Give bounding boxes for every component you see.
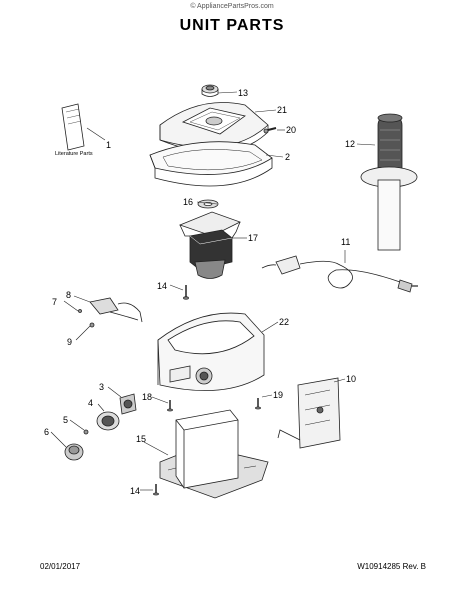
literature-parts-book <box>61 103 85 151</box>
callout-18: 18 <box>142 392 152 402</box>
control-board-part <box>277 377 341 449</box>
callout-4: 4 <box>88 398 93 408</box>
screw-part-bottom <box>153 484 159 496</box>
callout-20: 20 <box>286 125 296 135</box>
callout-6: 6 <box>44 427 49 437</box>
callout-9: 9 <box>67 337 72 347</box>
source-watermark: © AppliancePartsPros.com <box>190 3 274 10</box>
small-screw-part <box>83 429 89 435</box>
callout-22: 22 <box>279 317 289 327</box>
callout-16: 16 <box>183 197 193 207</box>
callout-13: 13 <box>238 88 248 98</box>
footer-part-number: W10914285 Rev. B <box>357 562 426 571</box>
screw-part-19 <box>255 398 261 410</box>
motor-part <box>178 211 242 279</box>
literature-parts-label: Literature Parts <box>55 151 93 157</box>
control-knob-part <box>64 443 84 461</box>
gasket-part <box>149 141 273 187</box>
callout-19: 19 <box>273 390 283 400</box>
callout-15: 15 <box>136 434 146 444</box>
base-housing-part <box>157 312 265 392</box>
switch-part <box>78 297 143 328</box>
dial-part <box>119 393 137 415</box>
callout-3: 3 <box>99 382 104 392</box>
bottom-plate-part <box>159 409 269 499</box>
page-title: UNIT PARTS <box>179 17 285 34</box>
callout-7: 7 <box>52 297 57 307</box>
tamper-part <box>360 113 418 251</box>
callout-17: 17 <box>248 233 258 243</box>
callout-11: 11 <box>341 237 350 247</box>
callout-10: 10 <box>346 374 356 384</box>
footer-date: 02/01/2017 <box>40 562 81 571</box>
callout-14b: 14 <box>130 486 140 496</box>
knob-part <box>201 84 219 97</box>
callout-21: 21 <box>277 105 287 115</box>
knob-plate-part <box>96 411 120 431</box>
callout-14: 14 <box>157 281 167 291</box>
screw-part <box>263 127 277 134</box>
screw-part-top <box>183 285 189 300</box>
callout-5: 5 <box>63 415 68 425</box>
power-cord-part <box>261 255 418 293</box>
callout-8: 8 <box>66 290 71 300</box>
callout-2: 2 <box>285 152 290 162</box>
callout-12: 12 <box>345 139 355 149</box>
callout-1: 1 <box>106 140 111 150</box>
screw-part-18 <box>167 400 173 412</box>
